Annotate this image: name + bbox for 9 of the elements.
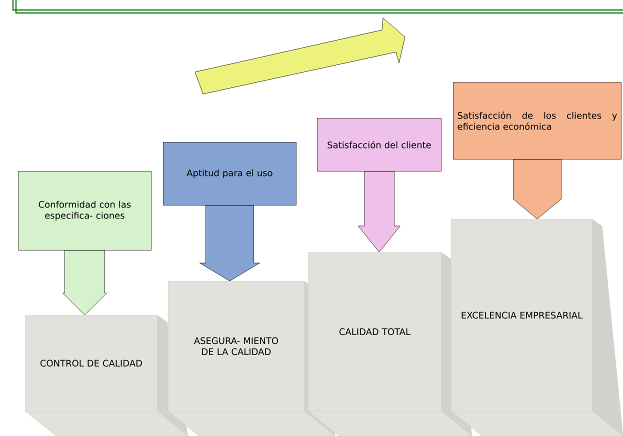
block-arrow bbox=[62, 250, 107, 316]
step-block: EXCELENCIA EMPRESARIAL bbox=[450, 218, 623, 436]
callout-box: Satisfacción del cliente bbox=[317, 118, 442, 172]
callout-box: Aptitud para el uso bbox=[163, 142, 296, 206]
block-arrow bbox=[358, 171, 400, 252]
block-arrow bbox=[513, 159, 562, 220]
step-block: CONTROL DE CALIDAD bbox=[24, 314, 188, 436]
block-arrow bbox=[200, 205, 260, 282]
callout-box: Conformidad con las especifica- ciones bbox=[18, 171, 152, 250]
